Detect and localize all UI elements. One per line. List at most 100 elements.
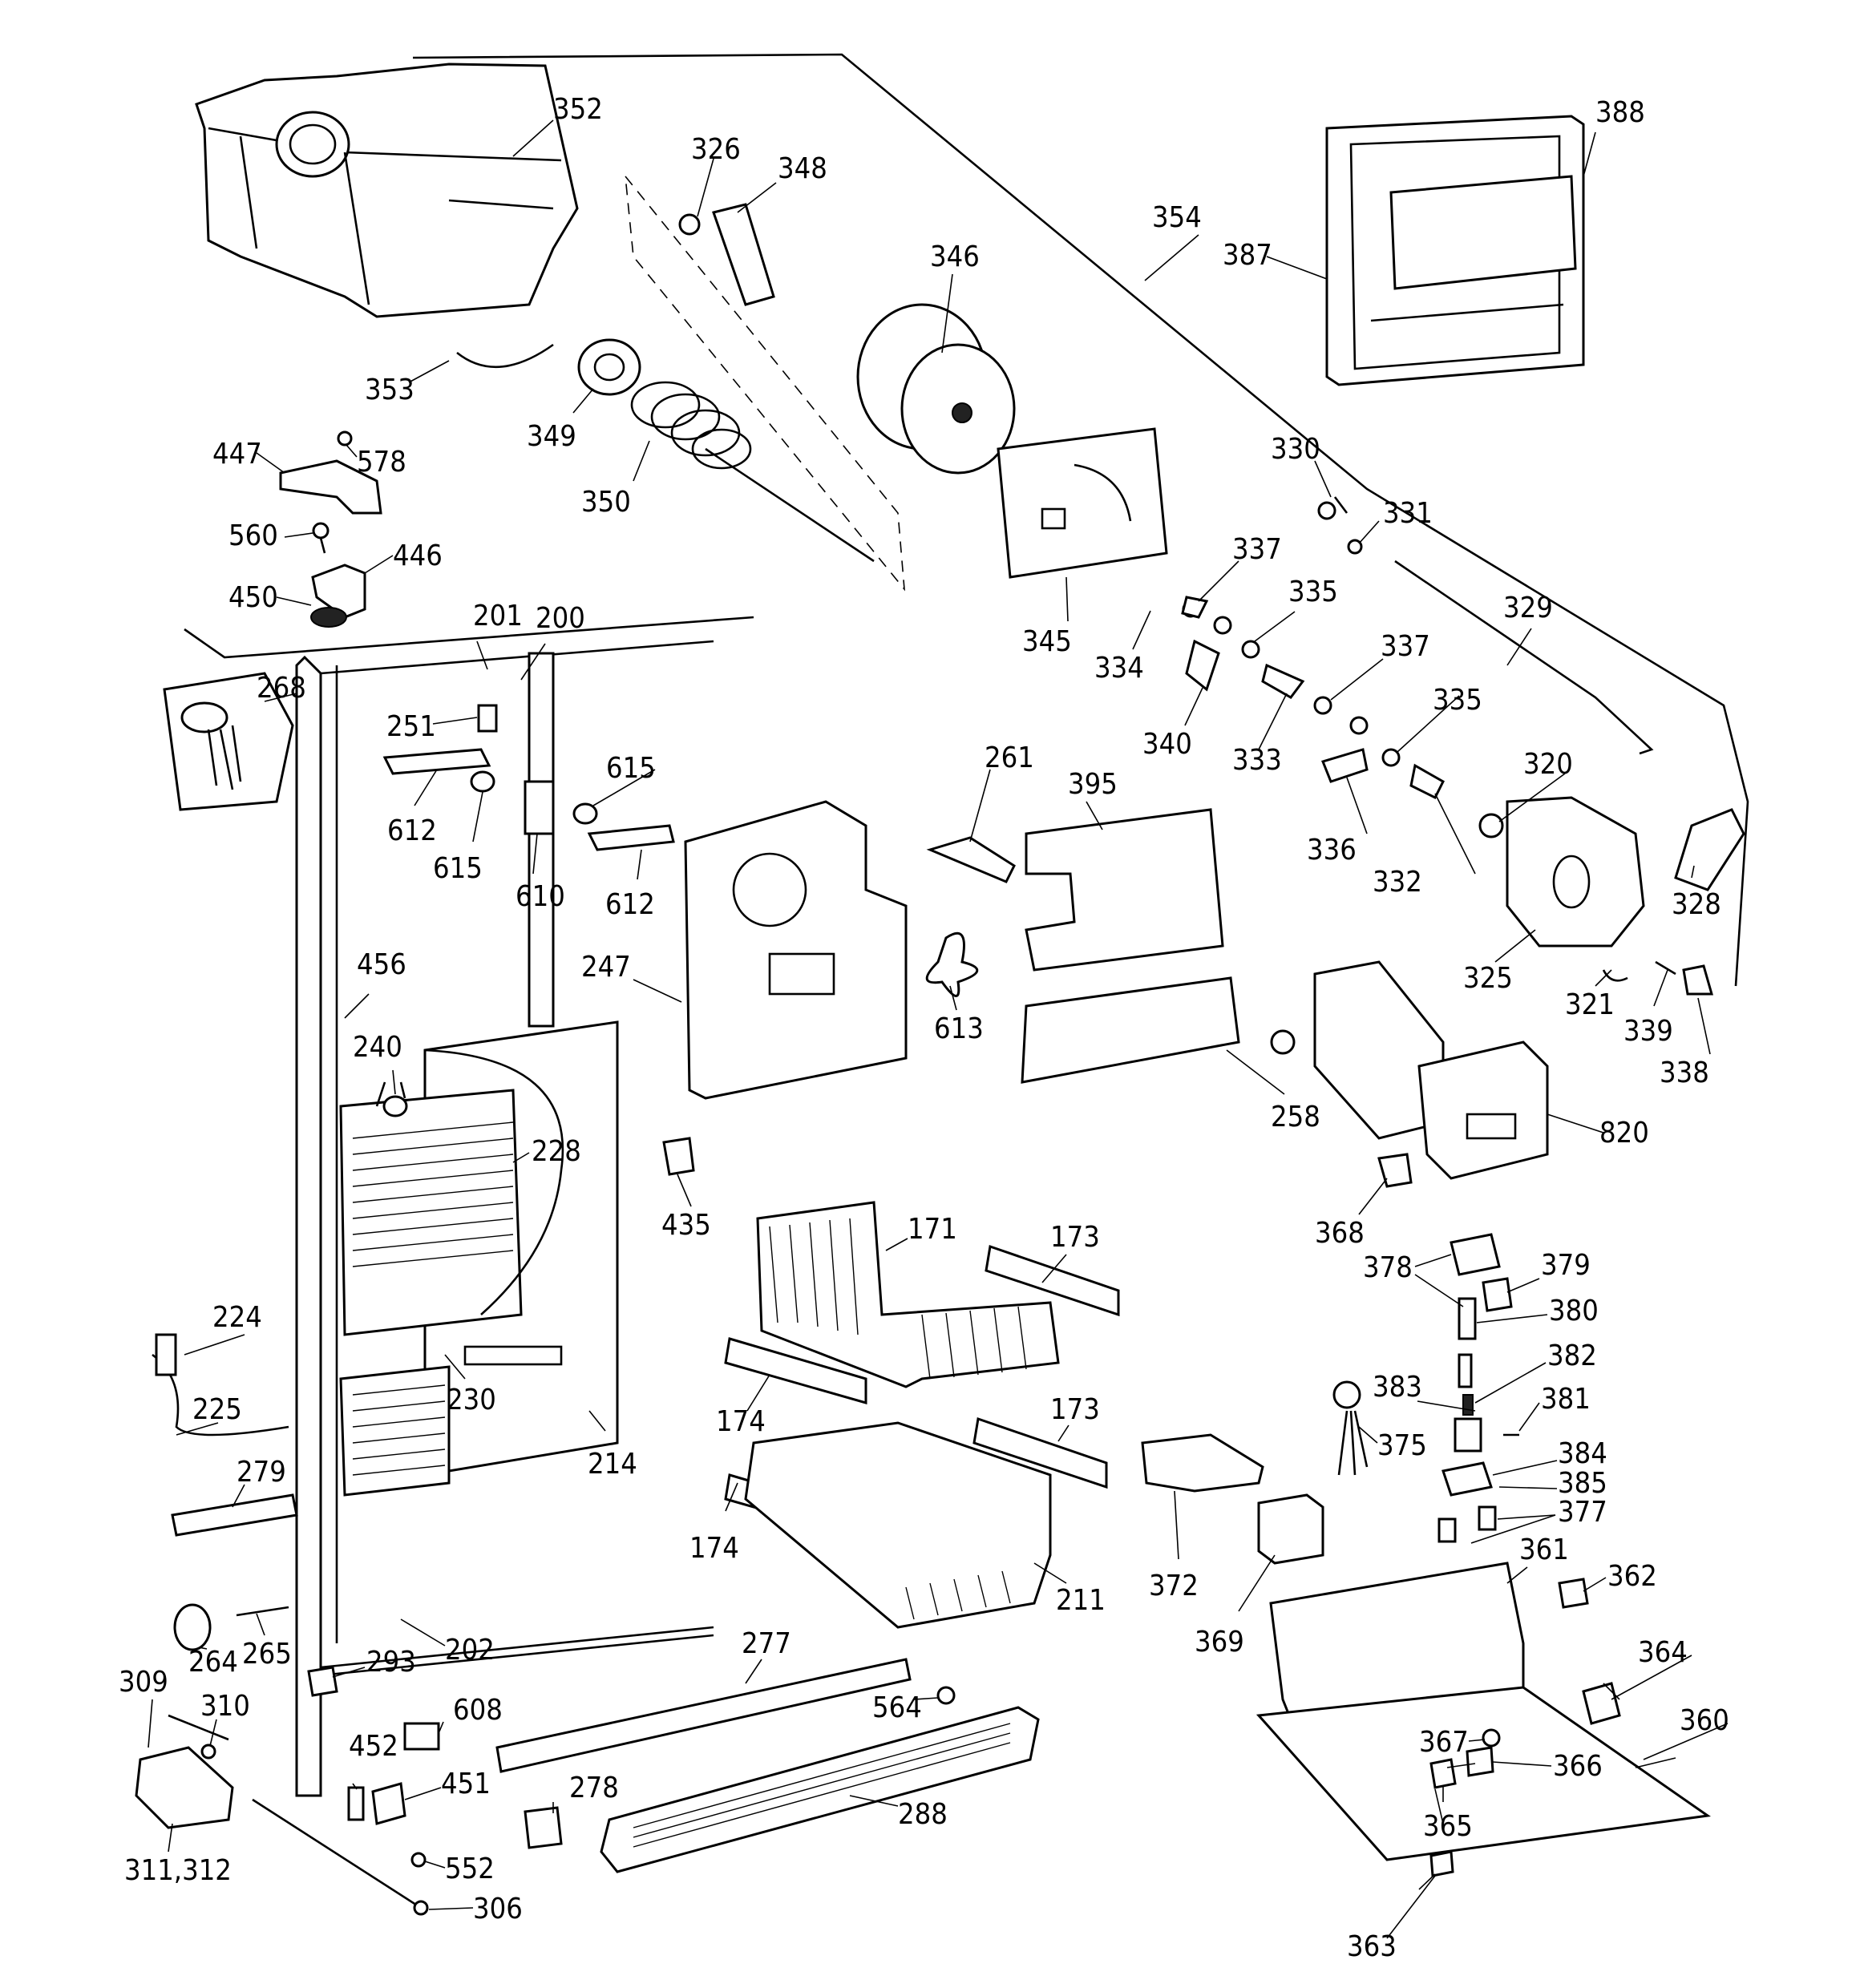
part-label: 224 xyxy=(212,1301,262,1334)
part-label: 578 xyxy=(357,446,406,479)
part-label: 202 xyxy=(445,1634,495,1667)
leveler-drawing xyxy=(524,1806,563,1849)
mounting-plate-drawing xyxy=(997,427,1168,579)
evaporator-drawing xyxy=(339,1020,619,1497)
part-label: 171 xyxy=(908,1213,957,1246)
part-label: 200 xyxy=(536,602,585,635)
part-label: 320 xyxy=(1523,748,1573,781)
part-label: 337 xyxy=(1232,533,1282,566)
part-label: 610 xyxy=(516,880,565,913)
part-label: 372 xyxy=(1149,1570,1199,1602)
ice-maker-drawing xyxy=(1270,960,1549,1180)
part-label: 346 xyxy=(930,240,980,273)
part-label: 385 xyxy=(1558,1467,1607,1500)
part-label: 335 xyxy=(1288,576,1338,608)
part-label: 612 xyxy=(387,814,437,847)
part-label: 388 xyxy=(1595,96,1645,129)
part-label: 383 xyxy=(1373,1371,1422,1404)
kickplate-drawing xyxy=(600,1706,1040,1873)
dispenser-frame-drawing xyxy=(1325,115,1585,386)
part-label: 214 xyxy=(588,1448,637,1481)
upper-slide-drawing xyxy=(985,1245,1120,1317)
part-label: 293 xyxy=(366,1646,416,1679)
washer-drawing xyxy=(678,213,701,236)
part-label: 268 xyxy=(257,672,306,705)
part-label: 365 xyxy=(1423,1810,1473,1843)
upper-rail-drawing xyxy=(724,1337,867,1404)
part-label: 363 xyxy=(1347,1930,1397,1963)
lower-slide-drawing xyxy=(972,1417,1108,1489)
part-label: 228 xyxy=(532,1135,581,1168)
thermostat-drawing xyxy=(524,780,555,835)
grille-drawing xyxy=(1025,808,1224,972)
sensor-drawing xyxy=(382,1095,408,1117)
part-label: 552 xyxy=(445,1853,495,1885)
part-label: 173 xyxy=(1050,1393,1100,1426)
part-label: 349 xyxy=(527,420,576,453)
ice-bucket-drawing xyxy=(195,63,579,318)
auger-guide-drawing xyxy=(712,203,775,306)
front-rail-drawing xyxy=(495,1658,912,1773)
part-label: 336 xyxy=(1307,834,1357,867)
knob-drawing xyxy=(662,1137,695,1176)
part-label: 360 xyxy=(1680,1704,1729,1737)
part-label: 564 xyxy=(872,1691,922,1724)
part-label: 211 xyxy=(1056,1584,1106,1617)
part-label: 174 xyxy=(689,1532,739,1565)
bracket-drawing xyxy=(382,748,491,775)
part-label: 452 xyxy=(349,1730,398,1763)
arm-drawing xyxy=(1674,808,1745,891)
part-label: 446 xyxy=(393,539,443,572)
part-label: 261 xyxy=(985,741,1034,774)
part-label: 612 xyxy=(605,888,655,921)
part-label: 456 xyxy=(357,948,406,981)
part-label: 348 xyxy=(778,152,827,185)
part-label: 265 xyxy=(242,1638,292,1671)
part-label: 361 xyxy=(1519,1533,1569,1566)
part-label: 339 xyxy=(1623,1015,1673,1048)
tube-drawing xyxy=(926,836,1016,883)
part-label: 353 xyxy=(365,374,414,406)
feeler-arm-drawing xyxy=(279,459,382,515)
part-label: 311,312 xyxy=(124,1854,232,1887)
roller-drawing xyxy=(173,1603,212,1651)
auger-coupling-drawing xyxy=(577,338,641,396)
part-label: 615 xyxy=(606,752,656,785)
cabinet-frame-drawing xyxy=(184,616,754,1797)
part-label: 378 xyxy=(1363,1251,1413,1284)
part-label: 387 xyxy=(1223,239,1272,272)
auger-drawing xyxy=(630,381,875,563)
part-label: 333 xyxy=(1232,744,1282,777)
motor-drawing xyxy=(1257,1493,1324,1565)
fan-drawing xyxy=(925,931,979,997)
part-label: 352 xyxy=(553,93,603,126)
part-label: 375 xyxy=(1377,1429,1427,1462)
part-label: 381 xyxy=(1541,1383,1591,1416)
part-label: 201 xyxy=(473,600,523,632)
part-label: 608 xyxy=(453,1694,503,1727)
part-label: 279 xyxy=(237,1456,286,1489)
part-label: 395 xyxy=(1068,768,1118,801)
part-label: 258 xyxy=(1271,1101,1320,1133)
part-label: 560 xyxy=(228,519,278,552)
part-label: 345 xyxy=(1022,625,1072,658)
part-label: 174 xyxy=(716,1405,766,1438)
part-label: 230 xyxy=(447,1384,496,1416)
part-label: 368 xyxy=(1315,1217,1365,1250)
part-label: 435 xyxy=(661,1209,711,1242)
part-label: 334 xyxy=(1094,652,1144,685)
part-label: 278 xyxy=(569,1772,619,1804)
part-label: 264 xyxy=(188,1646,238,1679)
artwork xyxy=(135,53,1749,1916)
part-label: 309 xyxy=(119,1666,168,1699)
lower-basket-drawing xyxy=(744,1421,1052,1629)
part-label: 369 xyxy=(1195,1626,1244,1659)
part-label: 330 xyxy=(1271,433,1320,466)
linkage-drawing xyxy=(1181,496,1654,838)
duct-housing-drawing xyxy=(684,800,908,1100)
part-label: 820 xyxy=(1599,1117,1649,1150)
part-label: 325 xyxy=(1463,962,1513,995)
part-label: 377 xyxy=(1558,1496,1607,1529)
part-label: 380 xyxy=(1549,1295,1599,1327)
